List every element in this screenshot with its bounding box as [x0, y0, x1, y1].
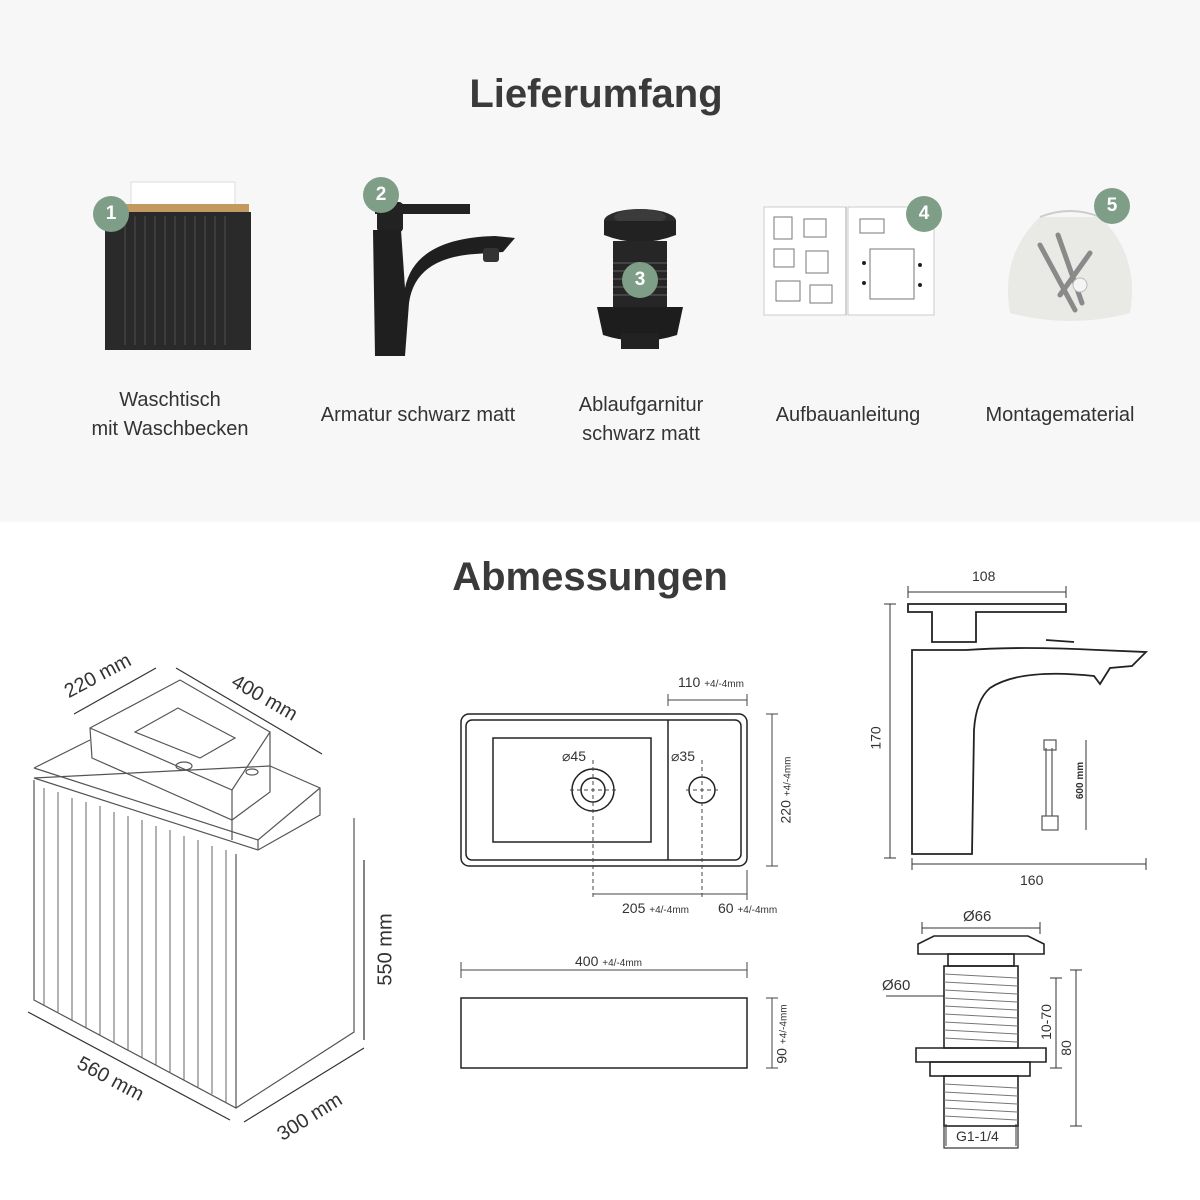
- faucet-spout-label: 108: [972, 568, 996, 584]
- faucet-hose-label: 600 mm: [1075, 761, 1087, 800]
- mounting-kit-bag-icon: [1008, 210, 1132, 321]
- faucet-height-label: 170: [867, 726, 884, 750]
- faucet-dimension-drawing: [884, 586, 1149, 870]
- vanity-cabinet-icon: [105, 181, 251, 350]
- basin-drain-diameter-label: ⌀45: [562, 748, 587, 764]
- basin-side-width-label: 400 +4/-4mm: [575, 953, 642, 969]
- basin-top-view-drawing: [460, 694, 778, 900]
- basin-drain-position-label: 205 +4/-4mm: [622, 900, 689, 916]
- drain-range-label: 10-70: [1037, 1004, 1054, 1040]
- item-label-4: Aufbauanleitung: [775, 404, 921, 426]
- basin-tap-diameter-label: ⌀35: [671, 748, 696, 764]
- basin-depth-label: 220 +4/-4mm: [777, 756, 794, 824]
- drain-body-diameter-label: Ø60: [882, 977, 911, 994]
- faucet-length-label: 160: [1020, 872, 1044, 888]
- basin-side-view-drawing: [460, 962, 778, 1069]
- item-badge-4: 4: [906, 196, 942, 232]
- item-label-5: Montagematerial: [985, 404, 1135, 426]
- drain-dimension-drawing: [886, 922, 1082, 1149]
- drain-top-diameter-label: Ø66: [963, 908, 992, 925]
- basin-side-height-label: 90 +4/-4mm: [773, 1004, 790, 1064]
- drain-height-label: 80: [1057, 1040, 1074, 1056]
- item-badge-3: 3: [622, 262, 658, 298]
- dimensions-title: Abmessungen: [452, 555, 728, 599]
- faucet-icon: [373, 202, 515, 356]
- basin-tap-offset-label: 110 +4/-4mm: [678, 674, 744, 690]
- delivery-title: Lieferumfang: [469, 72, 723, 116]
- item-badge-1: 1: [93, 196, 129, 232]
- item-badge-5: 5: [1094, 188, 1130, 224]
- item-badge-2: 2: [363, 177, 399, 213]
- cabinet-height-label: 550 mm: [374, 913, 397, 986]
- cabinet-dimension-drawing: [27, 667, 365, 1123]
- item-label-2: Armatur schwarz matt: [320, 404, 516, 426]
- drain-thread-label: G1-1/4: [956, 1128, 999, 1144]
- basin-tap-edge-label: 60 +4/-4mm: [718, 900, 778, 916]
